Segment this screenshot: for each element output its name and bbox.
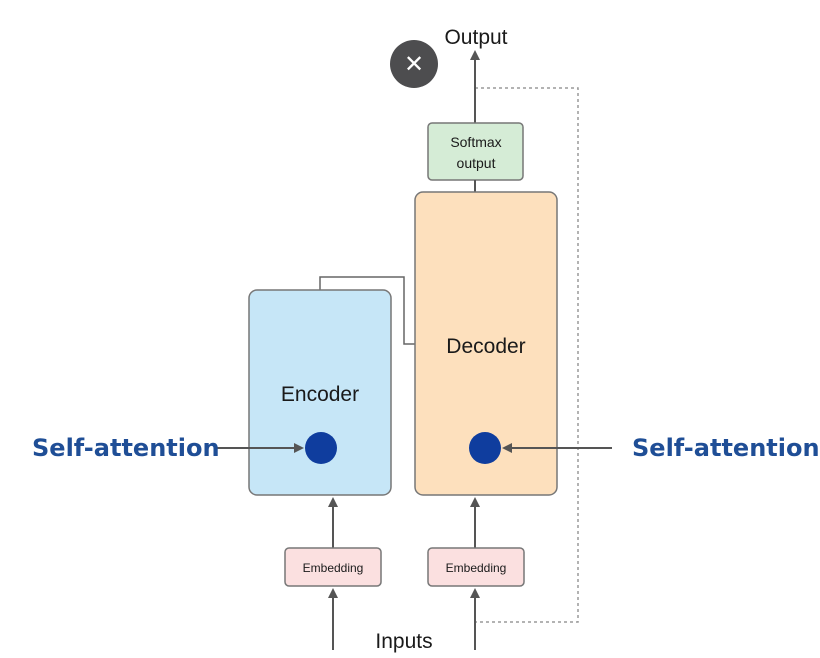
encoder-decoder-connector — [319, 276, 415, 345]
output-label: Output — [444, 26, 507, 49]
close-icon: ✕ — [403, 50, 425, 78]
decoder-label: Decoder — [446, 335, 525, 358]
softmax-label-line1: Softmax — [450, 134, 501, 150]
encoder-box — [248, 289, 392, 496]
decoder-self-attention-dot — [469, 432, 501, 464]
encoder-self-attention-dot — [305, 432, 337, 464]
left-embedding-box — [284, 547, 382, 587]
close-button[interactable]: ✕ — [390, 40, 438, 88]
left-self-attention-label: Self-attention — [32, 434, 220, 462]
right-self-attention-label: Self-attention — [632, 434, 820, 462]
left-embedding-label: Embedding — [303, 561, 364, 575]
softmax-label-line2: output — [457, 155, 496, 171]
right-embedding-box — [427, 547, 525, 587]
encoder-label: Encoder — [281, 383, 359, 406]
softmax-box — [427, 122, 524, 181]
right-embedding-label: Embedding — [446, 561, 507, 575]
decoder-box — [414, 191, 558, 496]
inputs-label: Inputs — [375, 630, 432, 653]
